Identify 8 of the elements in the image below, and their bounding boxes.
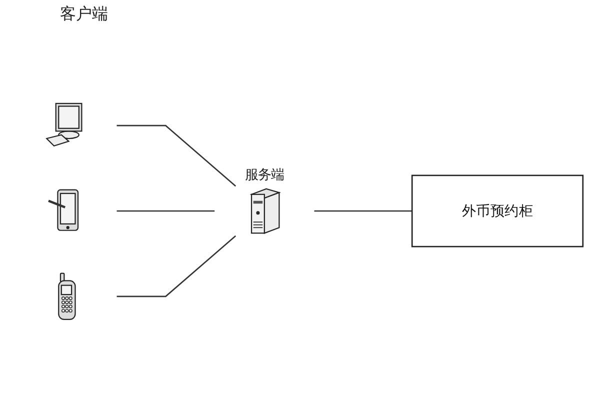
group-label: 客户端 [60,4,108,23]
connector [116,124,236,187]
node-caption: 服务端 [244,168,284,183]
connector [116,235,236,298]
connector [314,210,412,212]
desktop-computer-icon [46,102,82,147]
node-label: 外币预约柜 [462,202,534,220]
connector [116,210,215,212]
